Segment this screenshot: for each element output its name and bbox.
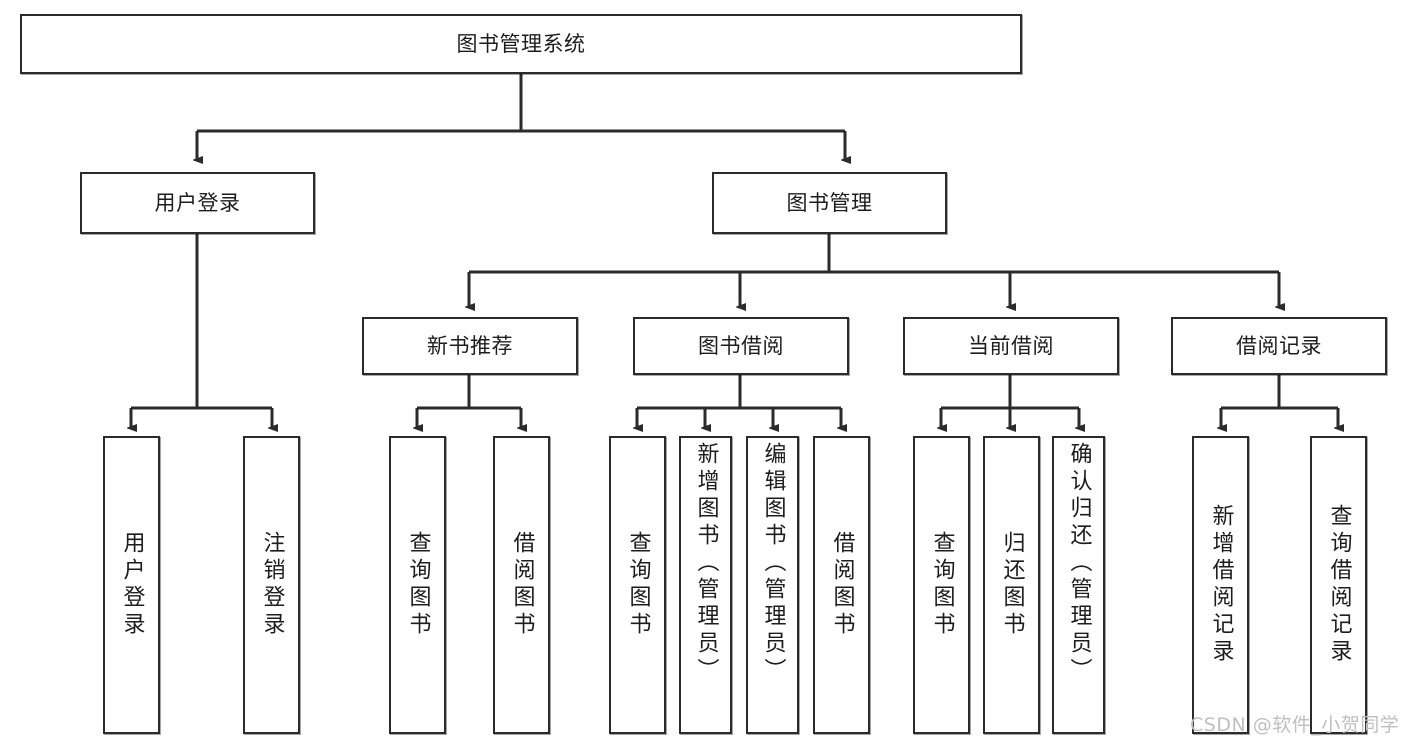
node-book-borrow-label: 图书借阅: [698, 333, 784, 358]
leaf-record-query-record[interactable]: 查询借阅记录: [1310, 436, 1367, 734]
leaf-borrow-add-book-admin[interactable]: 新增图书（管理员）: [679, 436, 732, 734]
node-book-borrow[interactable]: 图书借阅: [633, 317, 849, 375]
leaf-borrow-edit-book-admin[interactable]: 编辑图书（管理员）: [746, 436, 799, 734]
leaf-record-query-record-label: 查询借阅记录: [1326, 504, 1352, 666]
leaf-user-login-signin[interactable]: 用户登录: [103, 436, 160, 734]
leaf-record-add-record[interactable]: 新增借阅记录: [1192, 436, 1249, 734]
leaf-current-confirm-return-admin[interactable]: 确认归还（管理员）: [1052, 436, 1105, 734]
leaf-current-query-book[interactable]: 查询图书: [913, 436, 970, 734]
node-user-login[interactable]: 用户登录: [80, 172, 315, 234]
leaf-borrow-add-book-admin-label: 新增图书（管理员）: [693, 442, 719, 685]
node-new-book-recommend-label: 新书推荐: [427, 333, 513, 358]
leaf-borrow-borrow-book[interactable]: 借阅图书: [813, 436, 870, 734]
leaf-new-book-query[interactable]: 查询图书: [389, 436, 446, 734]
node-borrow-record[interactable]: 借阅记录: [1171, 317, 1387, 375]
watermark: CSDN @软件_小贺同学: [1190, 714, 1400, 736]
node-root[interactable]: 图书管理系统: [20, 14, 1022, 74]
node-book-management-label: 图书管理: [786, 190, 873, 215]
node-root-label: 图书管理系统: [456, 31, 586, 56]
node-book-management[interactable]: 图书管理: [712, 172, 947, 234]
leaf-user-login-signin-label: 用户登录: [119, 531, 145, 639]
leaf-current-query-book-label: 查询图书: [929, 531, 955, 639]
leaf-record-add-record-label: 新增借阅记录: [1208, 504, 1234, 666]
leaf-borrow-edit-book-admin-label: 编辑图书（管理员）: [760, 442, 786, 685]
node-user-login-label: 用户登录: [154, 190, 241, 215]
leaf-current-return-book-label: 归还图书: [999, 531, 1025, 639]
leaf-new-book-borrow[interactable]: 借阅图书: [493, 436, 550, 734]
leaf-borrow-query-book-label: 查询图书: [625, 531, 651, 639]
leaf-borrow-query-book[interactable]: 查询图书: [609, 436, 666, 734]
node-current-borrow[interactable]: 当前借阅: [903, 317, 1119, 375]
leaf-new-book-query-label: 查询图书: [405, 531, 431, 639]
leaf-current-confirm-return-admin-label: 确认归还（管理员）: [1066, 442, 1092, 685]
node-current-borrow-label: 当前借阅: [968, 333, 1054, 358]
node-borrow-record-label: 借阅记录: [1236, 333, 1322, 358]
leaf-borrow-borrow-book-label: 借阅图书: [829, 531, 855, 639]
node-new-book-recommend[interactable]: 新书推荐: [362, 317, 578, 375]
leaf-user-login-signout[interactable]: 注销登录: [243, 436, 300, 734]
leaf-current-return-book[interactable]: 归还图书: [983, 436, 1040, 734]
leaf-new-book-borrow-label: 借阅图书: [509, 531, 535, 639]
leaf-user-login-signout-label: 注销登录: [259, 531, 285, 639]
